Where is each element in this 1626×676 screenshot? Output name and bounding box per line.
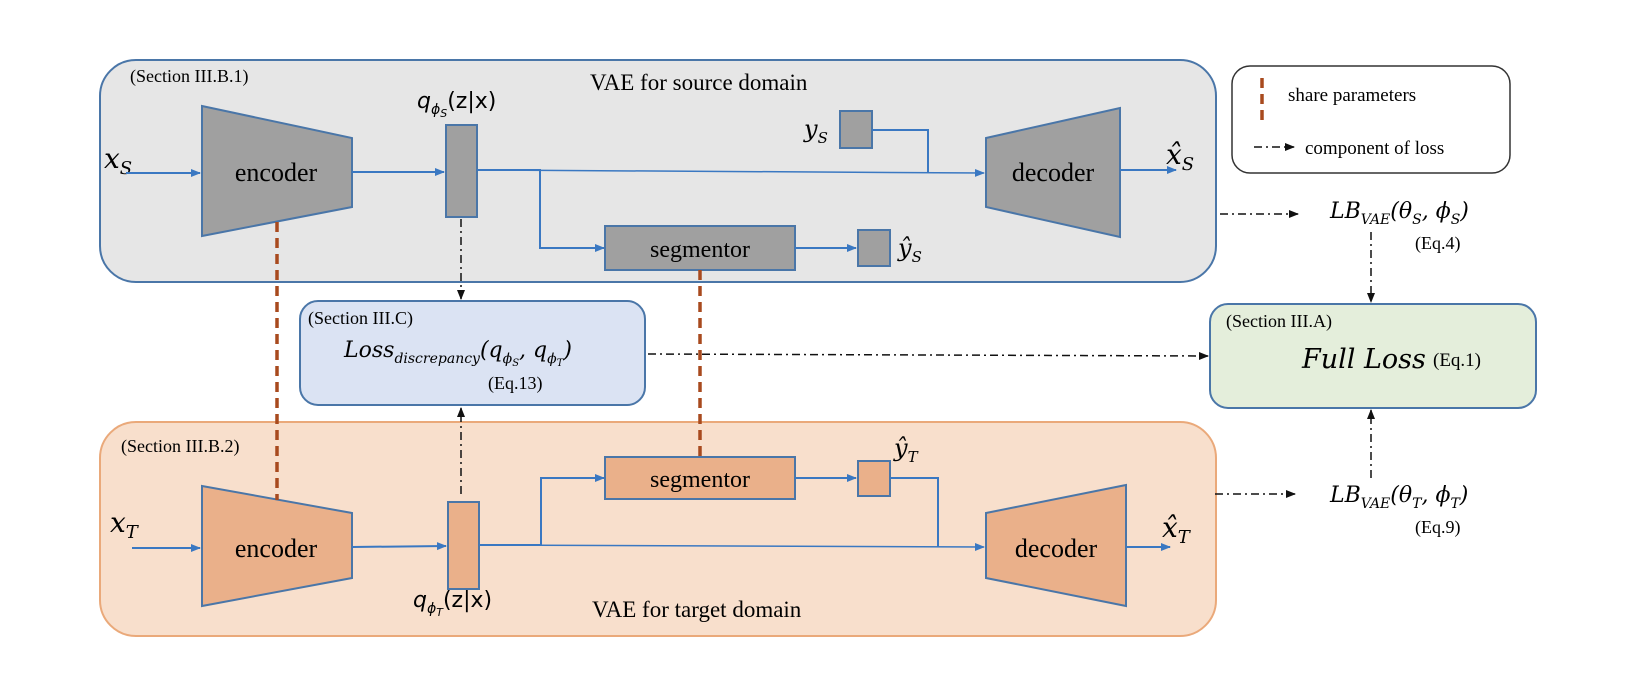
target-latent-to-segmentor-arrow — [479, 474, 605, 546]
target-encoder-label: encoder — [235, 534, 318, 563]
target-output-label: x̂T — [1162, 511, 1192, 548]
target-vae-panel: (Section III.B.2) VAE for target domain … — [99, 421, 1217, 637]
discrepancy-to-full-loss-arrow — [647, 351, 1209, 360]
target-latent-to-decoder-arrow — [478, 542, 985, 551]
target-encoder-to-latent-arrow — [351, 542, 447, 551]
target-decoder — [985, 483, 1127, 608]
lb-target-eq: (Eq.9) — [1415, 517, 1460, 538]
source-latent-label: qϕS(z|x) — [417, 89, 496, 120]
target-segmentor-label: segmentor — [650, 467, 750, 493]
source-latent-block — [445, 124, 478, 218]
target-pred-block — [857, 460, 891, 497]
discrepancy-loss-formula: Lossdiscrepancy(qϕS, qϕT) — [343, 338, 572, 369]
target-pred-to-decoder-line — [890, 477, 939, 547]
target-segmentor — [604, 456, 796, 500]
discrepancy-loss-box: (Section III.C) Lossdiscrepancy(qϕS, qϕT… — [299, 300, 646, 406]
source-encoder-label: encoder — [235, 158, 318, 187]
source-decoder — [985, 106, 1121, 239]
source-panel-title: VAE for source domain — [590, 70, 808, 95]
source-vae-panel: (Section III.B.1) VAE for source domain … — [99, 59, 1217, 283]
source-section-label: (Section III.B.1) — [130, 66, 248, 87]
full-loss-eq-label: (Eq.1) — [1433, 350, 1481, 371]
source-encoder — [201, 104, 353, 238]
target-encoder — [201, 484, 353, 608]
discrepancy-eq-label: (Eq.13) — [488, 373, 542, 394]
lb-source-formula: LBVAE(θS, ϕS) — [1329, 199, 1469, 228]
target-input-label: xT — [110, 506, 140, 543]
legend: share parameters component of loss — [1231, 65, 1511, 174]
source-latent-to-segmentor-arrow — [477, 169, 605, 252]
full-loss-label: Full Loss — [1301, 344, 1426, 375]
lb-target-formula: LBVAE(θT, ϕT) — [1329, 483, 1468, 512]
source-pred-block — [857, 229, 891, 267]
source-latent-to-decoder-arrow — [476, 168, 985, 177]
target-panel-title: VAE for target domain — [592, 597, 802, 622]
source-pred-label: ŷS — [897, 234, 922, 266]
target-section-label: (Section III.B.2) — [121, 436, 239, 457]
source-label-block — [839, 110, 873, 149]
source-segmentor-label: segmentor — [650, 237, 750, 263]
legend-component-of-loss: component of loss — [1305, 138, 1444, 159]
target-latent-block — [447, 501, 480, 590]
full-loss-box: (Section III.A) Full Loss (Eq.1) — [1209, 303, 1537, 409]
source-decoder-label: decoder — [1012, 158, 1095, 187]
target-decoder-label: decoder — [1015, 534, 1098, 563]
discrepancy-section-label: (Section III.C) — [308, 308, 413, 329]
source-label-y: yS — [803, 115, 828, 147]
target-latent-label: qϕT(z|x) — [413, 588, 492, 619]
full-loss-section-label: (Section III.A) — [1226, 311, 1332, 332]
source-output-label: x̂S — [1166, 138, 1194, 175]
target-pred-label: ŷT — [893, 434, 919, 466]
lb-source-eq: (Eq.4) — [1415, 233, 1460, 254]
source-segmentor — [604, 225, 796, 271]
legend-share-parameters: share parameters — [1288, 85, 1416, 106]
source-label-to-decoder-line — [872, 129, 929, 173]
